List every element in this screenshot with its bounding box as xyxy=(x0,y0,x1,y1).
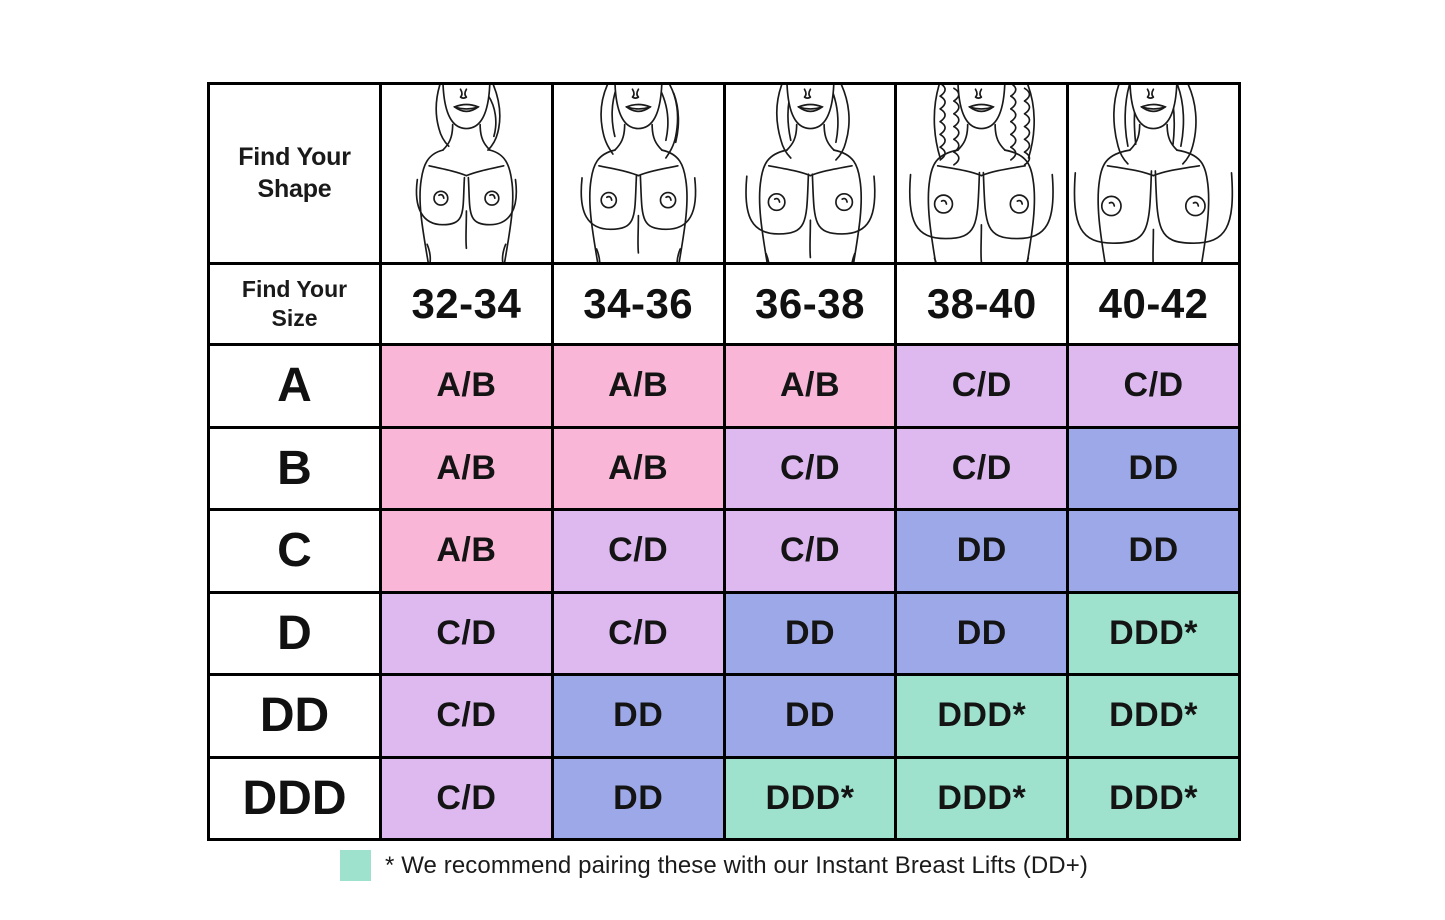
size-cell-value: DD xyxy=(613,696,664,735)
band-size-header-36-38: 36-38 xyxy=(722,262,898,346)
table-row: D C/D C/D DD DD DDD* xyxy=(207,590,1241,676)
size-cell-value: A/B xyxy=(779,366,841,405)
size-cell-C-40-42: DD xyxy=(1066,508,1241,594)
size-cell-value: DD xyxy=(613,778,664,817)
band-size-value: 34-36 xyxy=(583,280,694,327)
size-cell-C-38-40: DD xyxy=(894,508,1070,594)
cup-size-label-DDD: DDD xyxy=(207,755,382,841)
size-cell-D-36-38: DD xyxy=(722,590,898,676)
cup-size-label-A: A xyxy=(207,343,382,429)
shape-label-line2: Shape xyxy=(257,174,332,203)
size-cell-value: C/D xyxy=(608,613,669,652)
size-cell-value: DD xyxy=(1128,531,1179,570)
band-size-header-34-36: 34-36 xyxy=(550,262,726,346)
figure-36-38-illustration xyxy=(722,82,898,265)
size-cell-C-34-36: C/D xyxy=(550,508,726,594)
size-cell-value: A/B xyxy=(608,366,669,405)
table-row: DD C/D DD DD DDD* DDD* xyxy=(207,673,1241,759)
mint-legend-swatch xyxy=(340,850,371,881)
size-cell-value: DDD* xyxy=(937,696,1027,735)
size-cell-value: C/D xyxy=(436,778,497,817)
size-cell-DDD-36-38: DDD* xyxy=(722,755,898,841)
cup-size-label-B: B xyxy=(207,425,382,511)
cup-size-label-DD: DD xyxy=(207,673,382,759)
size-label-line1: Find Your xyxy=(241,276,348,303)
cup-size-label-D: D xyxy=(207,590,382,676)
size-cell-C-36-38: C/D xyxy=(722,508,898,594)
size-cell-A-36-38: A/B xyxy=(722,343,898,429)
size-cell-B-32-34: A/B xyxy=(379,425,554,511)
figure-34-36-illustration xyxy=(550,82,726,265)
size-cell-value: DD xyxy=(956,531,1007,570)
figure-40-42-illustration xyxy=(1066,82,1241,265)
size-cell-A-34-36: A/B xyxy=(550,343,726,429)
size-cell-value: DD xyxy=(956,613,1007,652)
table-row: DDD C/D DD DDD* DDD* DDD* xyxy=(207,755,1241,841)
band-size-header-32-34: 32-34 xyxy=(379,262,554,346)
band-size-header-38-40: 38-40 xyxy=(894,262,1070,346)
footnote: * We recommend pairing these with our In… xyxy=(340,850,1088,881)
size-cell-A-40-42: C/D xyxy=(1066,343,1241,429)
size-cell-DD-34-36: DD xyxy=(550,673,726,759)
cup-size-label-C: C xyxy=(207,508,382,594)
size-cell-value: A/B xyxy=(436,531,497,570)
size-cell-value: DD xyxy=(1128,448,1179,487)
table-row: B A/B A/B C/D C/D DD xyxy=(207,425,1241,511)
size-cell-DD-38-40: DDD* xyxy=(894,673,1070,759)
size-cell-value: C/D xyxy=(1123,366,1184,405)
size-cell-value: C/D xyxy=(436,613,497,652)
size-cell-DD-40-42: DDD* xyxy=(1066,673,1241,759)
size-cell-A-38-40: C/D xyxy=(894,343,1070,429)
size-cell-value: C/D xyxy=(779,448,841,487)
size-cell-value: DDD* xyxy=(937,778,1027,817)
size-cell-value: DD xyxy=(784,613,836,652)
size-cell-value: C/D xyxy=(779,531,841,570)
size-cell-B-40-42: DD xyxy=(1066,425,1241,511)
size-cell-DD-32-34: C/D xyxy=(379,673,554,759)
band-size-header-40-42: 40-42 xyxy=(1066,262,1241,346)
size-cell-value: C/D xyxy=(951,366,1012,405)
size-cell-A-32-34: A/B xyxy=(379,343,554,429)
size-cell-D-32-34: C/D xyxy=(379,590,554,676)
size-cell-DDD-40-42: DDD* xyxy=(1066,755,1241,841)
band-size-value: 32-34 xyxy=(411,280,522,327)
band-size-value: 36-38 xyxy=(755,280,865,327)
band-size-value: 40-42 xyxy=(1098,280,1209,327)
footnote-text: * We recommend pairing these with our In… xyxy=(385,851,1088,879)
band-size-value: 38-40 xyxy=(926,280,1037,327)
size-cell-value: A/B xyxy=(436,448,497,487)
size-cell-B-34-36: A/B xyxy=(550,425,726,511)
size-cell-value: A/B xyxy=(608,448,669,487)
size-cell-C-32-34: A/B xyxy=(379,508,554,594)
size-cell-B-38-40: C/D xyxy=(894,425,1070,511)
size-cell-value: DD xyxy=(784,696,836,735)
size-label-line2: Size xyxy=(271,305,318,331)
size-cell-value: DDD* xyxy=(1109,613,1199,652)
size-cell-DDD-34-36: DD xyxy=(550,755,726,841)
size-cell-value: C/D xyxy=(951,448,1012,487)
size-cell-value: A/B xyxy=(436,366,497,405)
figure-38-40-illustration xyxy=(894,82,1070,265)
size-cell-D-40-42: DDD* xyxy=(1066,590,1241,676)
size-cell-B-36-38: C/D xyxy=(722,425,898,511)
size-cell-D-34-36: C/D xyxy=(550,590,726,676)
figure-32-34-illustration xyxy=(379,82,554,265)
size-cell-value: DDD* xyxy=(1109,778,1199,817)
size-cell-value: C/D xyxy=(436,696,497,735)
size-cell-DD-36-38: DD xyxy=(722,673,898,759)
size-cell-value: DDD* xyxy=(765,778,855,817)
table-row: A A/B A/B A/B C/D C/D xyxy=(207,343,1241,429)
shape-label-line1: Find Your xyxy=(238,143,351,172)
size-cell-value: DDD* xyxy=(1109,696,1199,735)
table-row: C A/B C/D C/D DD DD xyxy=(207,508,1241,594)
size-cell-D-38-40: DD xyxy=(894,590,1070,676)
size-cell-value: C/D xyxy=(608,531,669,570)
size-cell-DDD-32-34: C/D xyxy=(379,755,554,841)
size-cell-DDD-38-40: DDD* xyxy=(894,755,1070,841)
